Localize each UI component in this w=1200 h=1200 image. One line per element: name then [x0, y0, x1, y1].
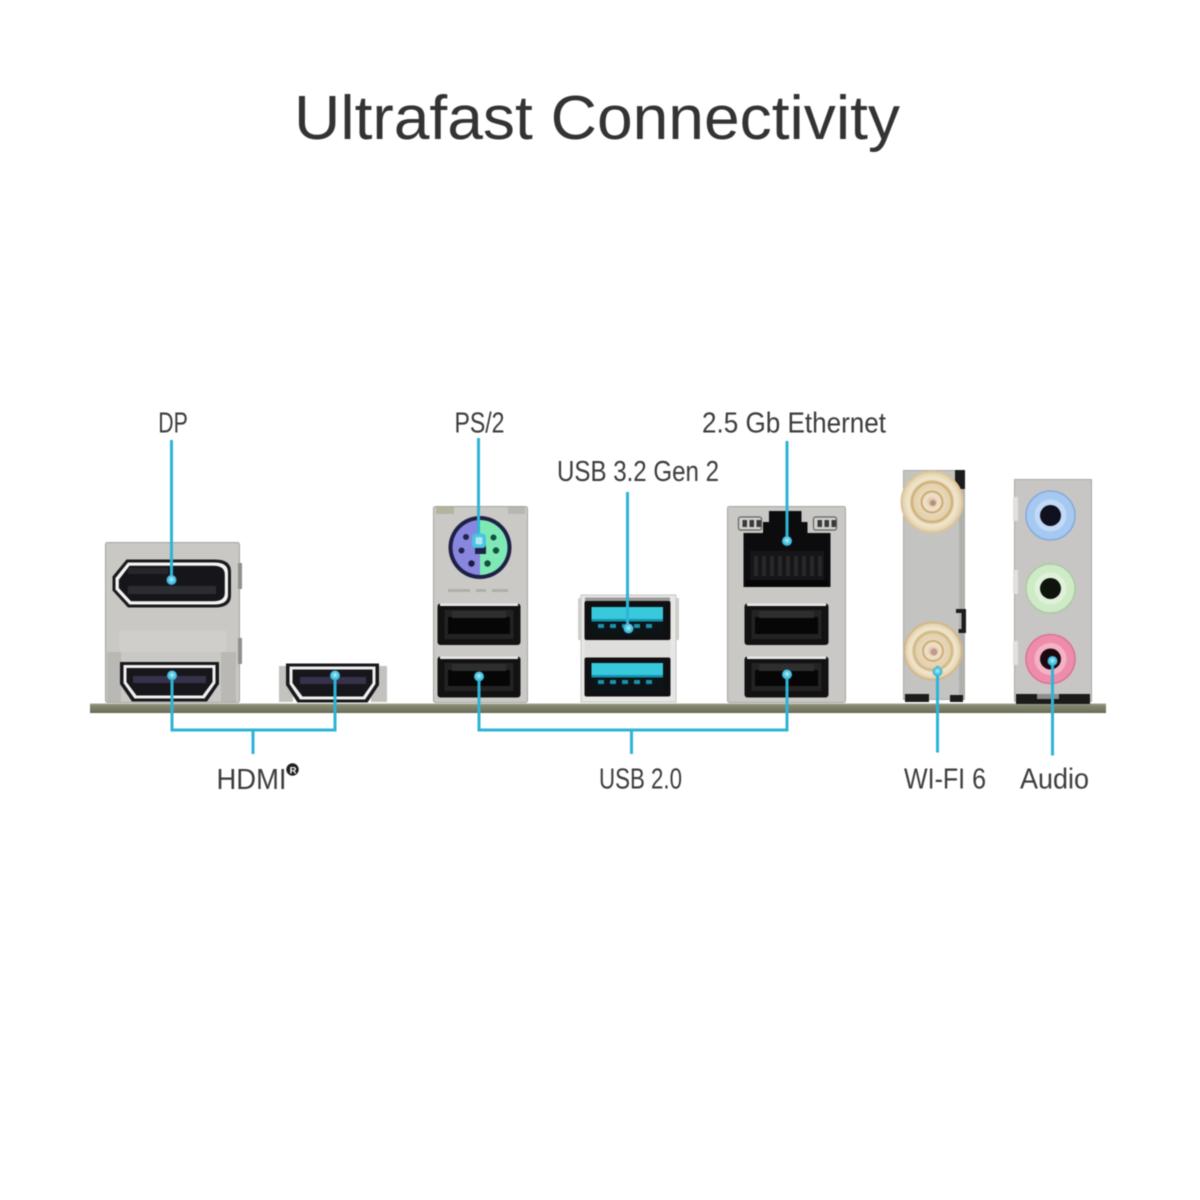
svg-text:Audio: Audio [1020, 764, 1089, 796]
svg-text:2.5 Gb Ethernet: 2.5 Gb Ethernet [702, 408, 886, 440]
svg-text:DP: DP [158, 408, 188, 440]
svg-text:HDMI: HDMI [217, 764, 287, 796]
svg-text:USB 2.0: USB 2.0 [599, 764, 682, 796]
svg-text:USB 3.2 Gen 2: USB 3.2 Gen 2 [557, 456, 719, 488]
svg-text:R: R [290, 766, 297, 777]
svg-text:PS/2: PS/2 [455, 408, 505, 440]
svg-text:Ultrafast Connectivity: Ultrafast Connectivity [294, 84, 900, 153]
svg-text:WI-FI 6: WI-FI 6 [904, 764, 986, 796]
